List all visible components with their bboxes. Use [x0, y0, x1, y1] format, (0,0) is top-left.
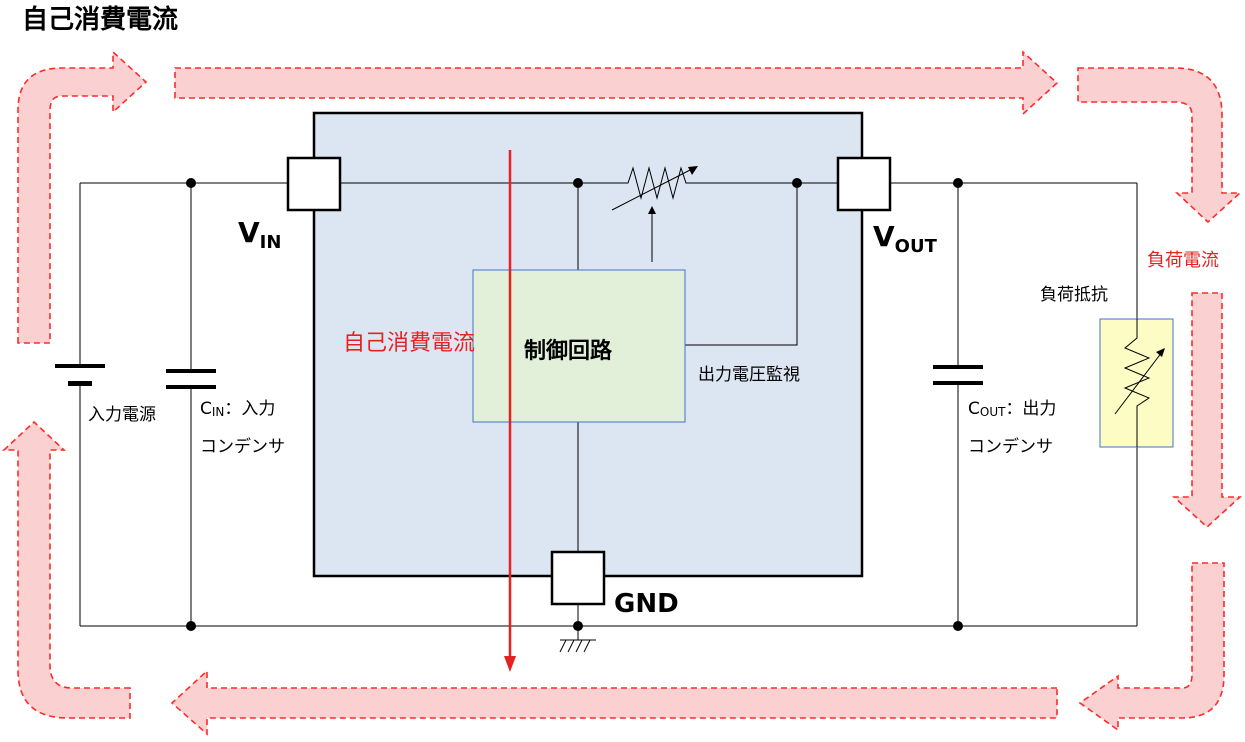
flow-arrow-top [174, 50, 1059, 116]
cout-label: COUT：出力 [968, 399, 1056, 419]
cin-label: CIN：入力 [200, 399, 275, 419]
self-current-label: 自己消費電流 [343, 331, 475, 356]
output-capacitor [933, 365, 983, 385]
input-battery [55, 364, 105, 386]
flow-arrow-top-left [17, 50, 148, 344]
flow-arrow-bottom [170, 669, 1058, 736]
monitor-label: 出力電圧監視 [698, 365, 800, 385]
vout-label-main: V [873, 220, 895, 253]
ground-symbol [559, 639, 596, 653]
cin-label-main: C [200, 399, 212, 419]
variable-resistor [611, 166, 695, 211]
current-flow-arrows [1, 50, 1243, 736]
cin-label-line2: コンデンサ [200, 436, 285, 457]
control-circuit-block [472, 269, 686, 423]
vout-label: VOUT [873, 220, 938, 257]
vout-pin [836, 156, 892, 212]
cout-label-line2: コンデンサ [968, 436, 1053, 457]
vin-label: VIN [238, 216, 281, 253]
flow-arrow-top-right [1077, 67, 1243, 224]
cout-label-suffix: ：出力 [1005, 399, 1056, 419]
load-resistor-label: 負荷抵抗 [1040, 285, 1108, 305]
flow-arrow-bottom-left [1, 420, 131, 719]
load-current-label: 負荷電流 [1147, 250, 1219, 271]
cin-label-sub: IN [212, 405, 225, 419]
self-current-arrowhead [504, 656, 516, 672]
cin-label-suffix: ：入力 [224, 399, 275, 419]
cout-label-main: C [968, 399, 980, 419]
flow-arrow-right [1171, 292, 1243, 529]
variable-resistor-arrowhead [688, 166, 698, 175]
gnd-label: GND [614, 589, 679, 619]
load-resistor-arrowhead [1156, 348, 1165, 357]
vin-label-main: V [238, 216, 260, 249]
vin-label-sub: IN [260, 232, 282, 253]
adjust-arrowhead [648, 206, 656, 214]
gnd-pin [550, 550, 606, 606]
flow-arrow-bottom-right [1078, 562, 1225, 732]
vout-label-sub: OUT [895, 236, 938, 257]
cout-label-sub: OUT [980, 405, 1006, 419]
vin-pin [286, 156, 342, 212]
diagram-title: 自己消費電流 [22, 4, 178, 35]
load-resistor-symbol [1114, 319, 1163, 447]
control-circuit-label: 制御回路 [524, 338, 613, 364]
input-source-label: 入力電源 [88, 405, 156, 425]
input-capacitor [166, 369, 216, 389]
junction-dots [186, 178, 963, 631]
